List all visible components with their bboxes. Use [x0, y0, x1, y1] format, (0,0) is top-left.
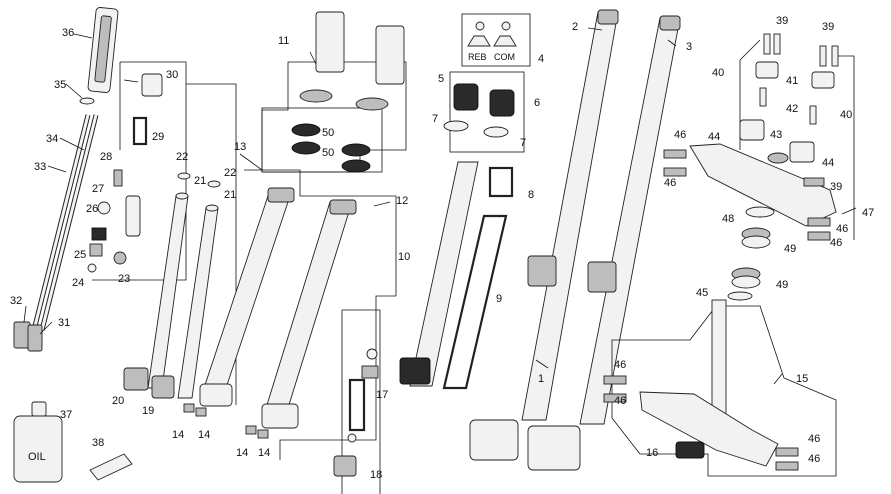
cartridge-tool-36 [79, 7, 119, 105]
callout-9: 9 [496, 293, 502, 305]
callout-4: 4 [538, 53, 544, 65]
top-clamp-39-47 [663, 33, 855, 241]
callout-48: 48 [722, 213, 734, 225]
callout-14c: 14 [236, 447, 248, 459]
callout-11: 11 [278, 35, 289, 47]
oil-bottle-label: OIL [28, 451, 46, 463]
callout-6: 6 [534, 97, 540, 109]
callout-43: 43 [770, 129, 782, 141]
callout-20: 20 [112, 395, 124, 407]
callout-41: 41 [786, 75, 798, 87]
callout-32: 32 [10, 295, 22, 307]
callout-39a: 39 [776, 15, 788, 27]
callout-44b: 44 [822, 157, 834, 169]
callout-46b: 46 [664, 177, 676, 189]
callout-49b: 49 [776, 279, 788, 291]
callout-50a: 50 [322, 127, 334, 139]
callout-14a: 14 [172, 429, 184, 441]
callout-1: 1 [538, 373, 544, 385]
callout-18: 18 [370, 469, 382, 481]
callout-3: 3 [686, 41, 692, 53]
callout-7a: 7 [432, 113, 438, 125]
compression-label: COM [494, 52, 515, 62]
inner-tubes-19-20 [123, 83, 237, 405]
callout-40b: 40 [840, 109, 852, 121]
callout-42: 42 [786, 103, 798, 115]
callout-22b: 22 [224, 167, 236, 179]
callout-46d: 46 [830, 237, 842, 249]
valve-parts-23-30 [87, 73, 163, 273]
callout-44a: 44 [708, 131, 720, 143]
callout-39b: 39 [822, 21, 834, 33]
callout-46e: 46 [614, 359, 626, 371]
top-cap-assembly-11-50 [261, 11, 407, 173]
tube-10 [399, 161, 479, 387]
oil-bottle-37 [13, 401, 63, 483]
callout-23: 23 [118, 273, 130, 285]
callout-17: 17 [376, 389, 388, 401]
callout-7b: 7 [520, 137, 526, 149]
callout-45: 45 [696, 287, 708, 299]
callout-27: 27 [92, 183, 104, 195]
grease-tube-38 [89, 453, 133, 481]
callout-37: 37 [60, 409, 72, 421]
callout-5: 5 [438, 73, 444, 85]
callout-21b: 21 [224, 189, 236, 201]
outer-legs-12-13 [183, 169, 397, 460]
callout-2: 2 [572, 21, 578, 33]
callout-24: 24 [72, 277, 84, 289]
callout-26: 26 [86, 203, 98, 215]
rod-34-33 [13, 114, 99, 352]
callout-15: 15 [796, 373, 808, 385]
callout-8: 8 [528, 189, 534, 201]
callout-35: 35 [54, 79, 66, 91]
callout-49a: 49 [784, 243, 796, 255]
rebound-label: REB [468, 52, 487, 62]
callout-34: 34 [46, 133, 58, 145]
callout-21a: 21 [194, 175, 206, 187]
callout-46f: 46 [614, 395, 626, 407]
callout-39c: 39 [830, 181, 842, 193]
callout-22a: 22 [176, 151, 188, 163]
bearings-48-49 [727, 206, 775, 301]
callout-50b: 50 [322, 147, 334, 159]
callout-28: 28 [100, 151, 112, 163]
outer-legs-1-2-3 [469, 9, 681, 471]
callout-47: 47 [862, 207, 874, 219]
callout-12: 12 [396, 195, 408, 207]
callout-19: 19 [142, 405, 154, 417]
callout-10: 10 [398, 251, 410, 263]
callout-16: 16 [646, 447, 658, 459]
cartridge-17-18 [333, 309, 381, 494]
cartridge-frame [92, 61, 187, 281]
callout-14b: 14 [198, 429, 210, 441]
callout-46c: 46 [836, 223, 848, 235]
callout-33: 33 [34, 161, 46, 173]
callout-38: 38 [92, 437, 104, 449]
callout-25: 25 [74, 249, 86, 261]
adjuster-caps-4-8 [443, 13, 531, 198]
callout-13: 13 [234, 141, 246, 153]
callout-36: 36 [62, 27, 74, 39]
bottom-clamp-15-16 [603, 299, 837, 477]
callout-31: 31 [58, 317, 70, 329]
callout-30: 30 [166, 69, 178, 81]
leader-lines [23, 27, 857, 385]
callout-46a: 46 [674, 129, 686, 141]
callout-46h: 46 [808, 453, 820, 465]
callout-46g: 46 [808, 433, 820, 445]
callout-40a: 40 [712, 67, 724, 79]
callout-14d: 14 [258, 447, 270, 459]
callout-29: 29 [152, 131, 164, 143]
spring-9 [442, 214, 508, 390]
